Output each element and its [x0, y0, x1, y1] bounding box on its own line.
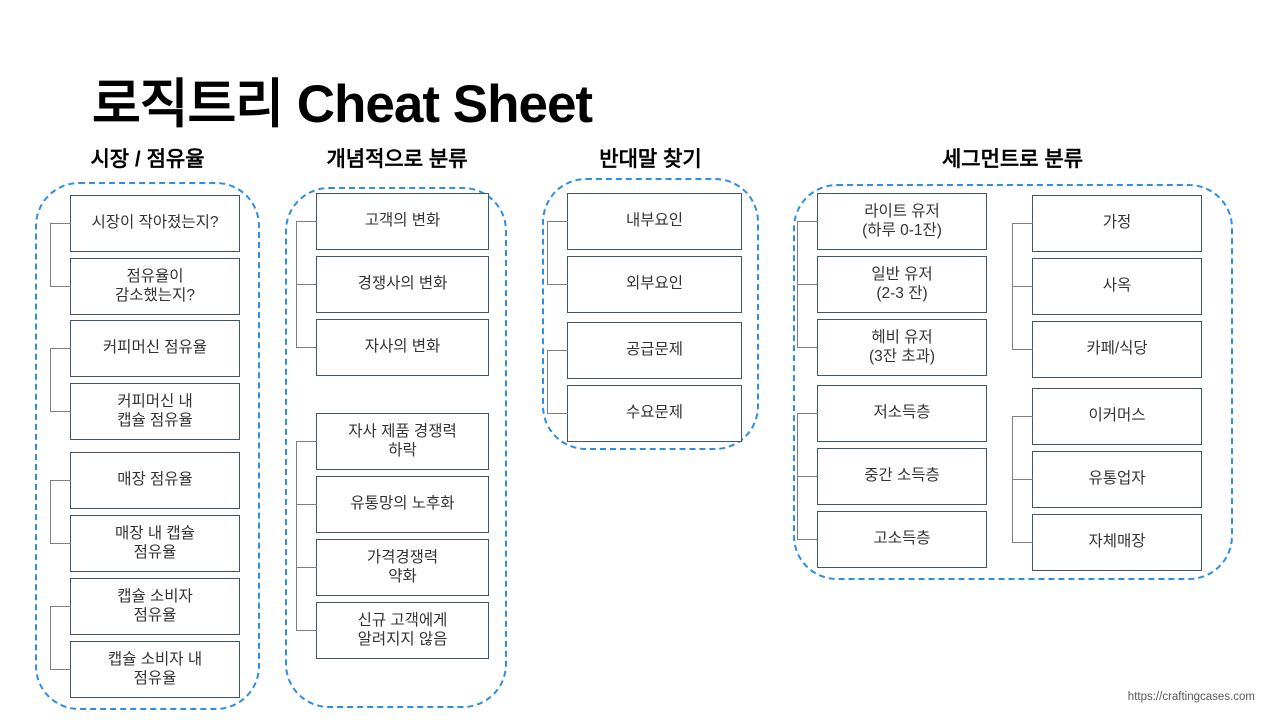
- tree-node: 저소득층: [798, 385, 987, 442]
- tree-node: 카페/식당: [1013, 321, 1202, 378]
- tree-node: 고객의 변화: [297, 193, 489, 250]
- tree-group: 커피머신 점유율 커피머신 내 캡슐 점유율: [50, 320, 240, 440]
- column-header-market-share: 시장 / 점유율: [90, 148, 205, 171]
- tree-node: 점유율이 감소했는지?: [51, 258, 240, 315]
- tree-node: 커피머신 내 캡슐 점유율: [51, 383, 240, 440]
- connector-rail: [547, 350, 548, 414]
- tree-group: 내부요인 외부요인: [547, 193, 742, 313]
- tree-node: 사옥: [1013, 258, 1202, 315]
- tree-node: 커피머신 점유율: [51, 320, 240, 377]
- tree-node: 캡슐 소비자 내 점유율: [51, 641, 240, 698]
- tree-container-conceptual: 고객의 변화 경쟁사의 변화 자사의 변화 자사 제품 경쟁력 하락 유통망의 …: [285, 187, 507, 708]
- tree-group: 자사 제품 경쟁력 하락 유통망의 노후화 가격경쟁력 약화 신규 고객에게 알…: [296, 413, 489, 659]
- tree-group: 라이트 유저 (하루 0-1잔) 일반 유저 (2-3 잔) 헤비 유저 (3잔…: [797, 193, 987, 376]
- column-header-antonym: 반대말 찾기: [599, 148, 702, 171]
- tree-node: 중간 소득층: [798, 448, 987, 505]
- source-url: https://craftingcases.com: [1127, 691, 1255, 703]
- tree-node: 자사의 변화: [297, 319, 489, 376]
- tree-container-market-share: 시장이 작아졌는지? 점유율이 감소했는지? 커피머신 점유율 커피머신 내 캡…: [35, 182, 260, 710]
- tree-node: 자사 제품 경쟁력 하락: [297, 413, 489, 470]
- connector-rail: [296, 221, 297, 348]
- tree-node: 경쟁사의 변화: [297, 256, 489, 313]
- connector-rail: [296, 441, 297, 631]
- tree-node: 내부요인: [548, 193, 742, 250]
- tree-node: 가격경쟁력 약화: [297, 539, 489, 596]
- tree-group: 공급문제 수요문제: [547, 322, 742, 442]
- connector-rail: [50, 480, 51, 544]
- connector-rail: [547, 221, 548, 285]
- tree-node: 라이트 유저 (하루 0-1잔): [798, 193, 987, 250]
- connector-rail: [50, 348, 51, 412]
- tree-group: 저소득층 중간 소득층 고소득층: [797, 385, 987, 568]
- tree-container-segment: 라이트 유저 (하루 0-1잔) 일반 유저 (2-3 잔) 헤비 유저 (3잔…: [793, 184, 1233, 580]
- tree-group: 캡슐 소비자 점유율 캡슐 소비자 내 점유율: [50, 578, 240, 698]
- tree-node: 이커머스: [1013, 388, 1202, 445]
- connector-rail: [50, 606, 51, 670]
- tree-node: 헤비 유저 (3잔 초과): [798, 319, 987, 376]
- column-header-conceptual: 개념적으로 분류: [326, 148, 468, 171]
- tree-group: 시장이 작아졌는지? 점유율이 감소했는지?: [50, 195, 240, 315]
- tree-node: 공급문제: [548, 322, 742, 379]
- tree-node: 매장 점유율: [51, 452, 240, 509]
- tree-group: 고객의 변화 경쟁사의 변화 자사의 변화: [296, 193, 489, 376]
- connector-rail: [1012, 223, 1013, 350]
- connector-rail: [50, 223, 51, 287]
- tree-node: 외부요인: [548, 256, 742, 313]
- tree-node: 가정: [1013, 195, 1202, 252]
- tree-group: 이커머스 유통업자 자체매장: [1012, 388, 1202, 571]
- connector-rail: [797, 413, 798, 540]
- tree-node: 유통업자: [1013, 451, 1202, 508]
- tree-node: 시장이 작아졌는지?: [51, 195, 240, 252]
- tree-node: 일반 유저 (2-3 잔): [798, 256, 987, 313]
- tree-node: 유통망의 노후화: [297, 476, 489, 533]
- tree-node: 수요문제: [548, 385, 742, 442]
- connector-rail: [797, 221, 798, 348]
- tree-group: 가정 사옥 카페/식당: [1012, 195, 1202, 378]
- tree-node: 신규 고객에게 알려지지 않음: [297, 602, 489, 659]
- tree-node: 고소득층: [798, 511, 987, 568]
- tree-node: 자체매장: [1013, 514, 1202, 571]
- tree-container-antonym: 내부요인 외부요인 공급문제 수요문제: [542, 178, 759, 450]
- column-header-segment: 세그먼트로 분류: [941, 148, 1084, 171]
- page-title: 로직트리 Cheat Sheet: [92, 75, 593, 134]
- tree-node: 매장 내 캡슐 점유율: [51, 515, 240, 572]
- tree-group: 매장 점유율 매장 내 캡슐 점유율: [50, 452, 240, 572]
- tree-node: 캡슐 소비자 점유율: [51, 578, 240, 635]
- connector-rail: [1012, 416, 1013, 543]
